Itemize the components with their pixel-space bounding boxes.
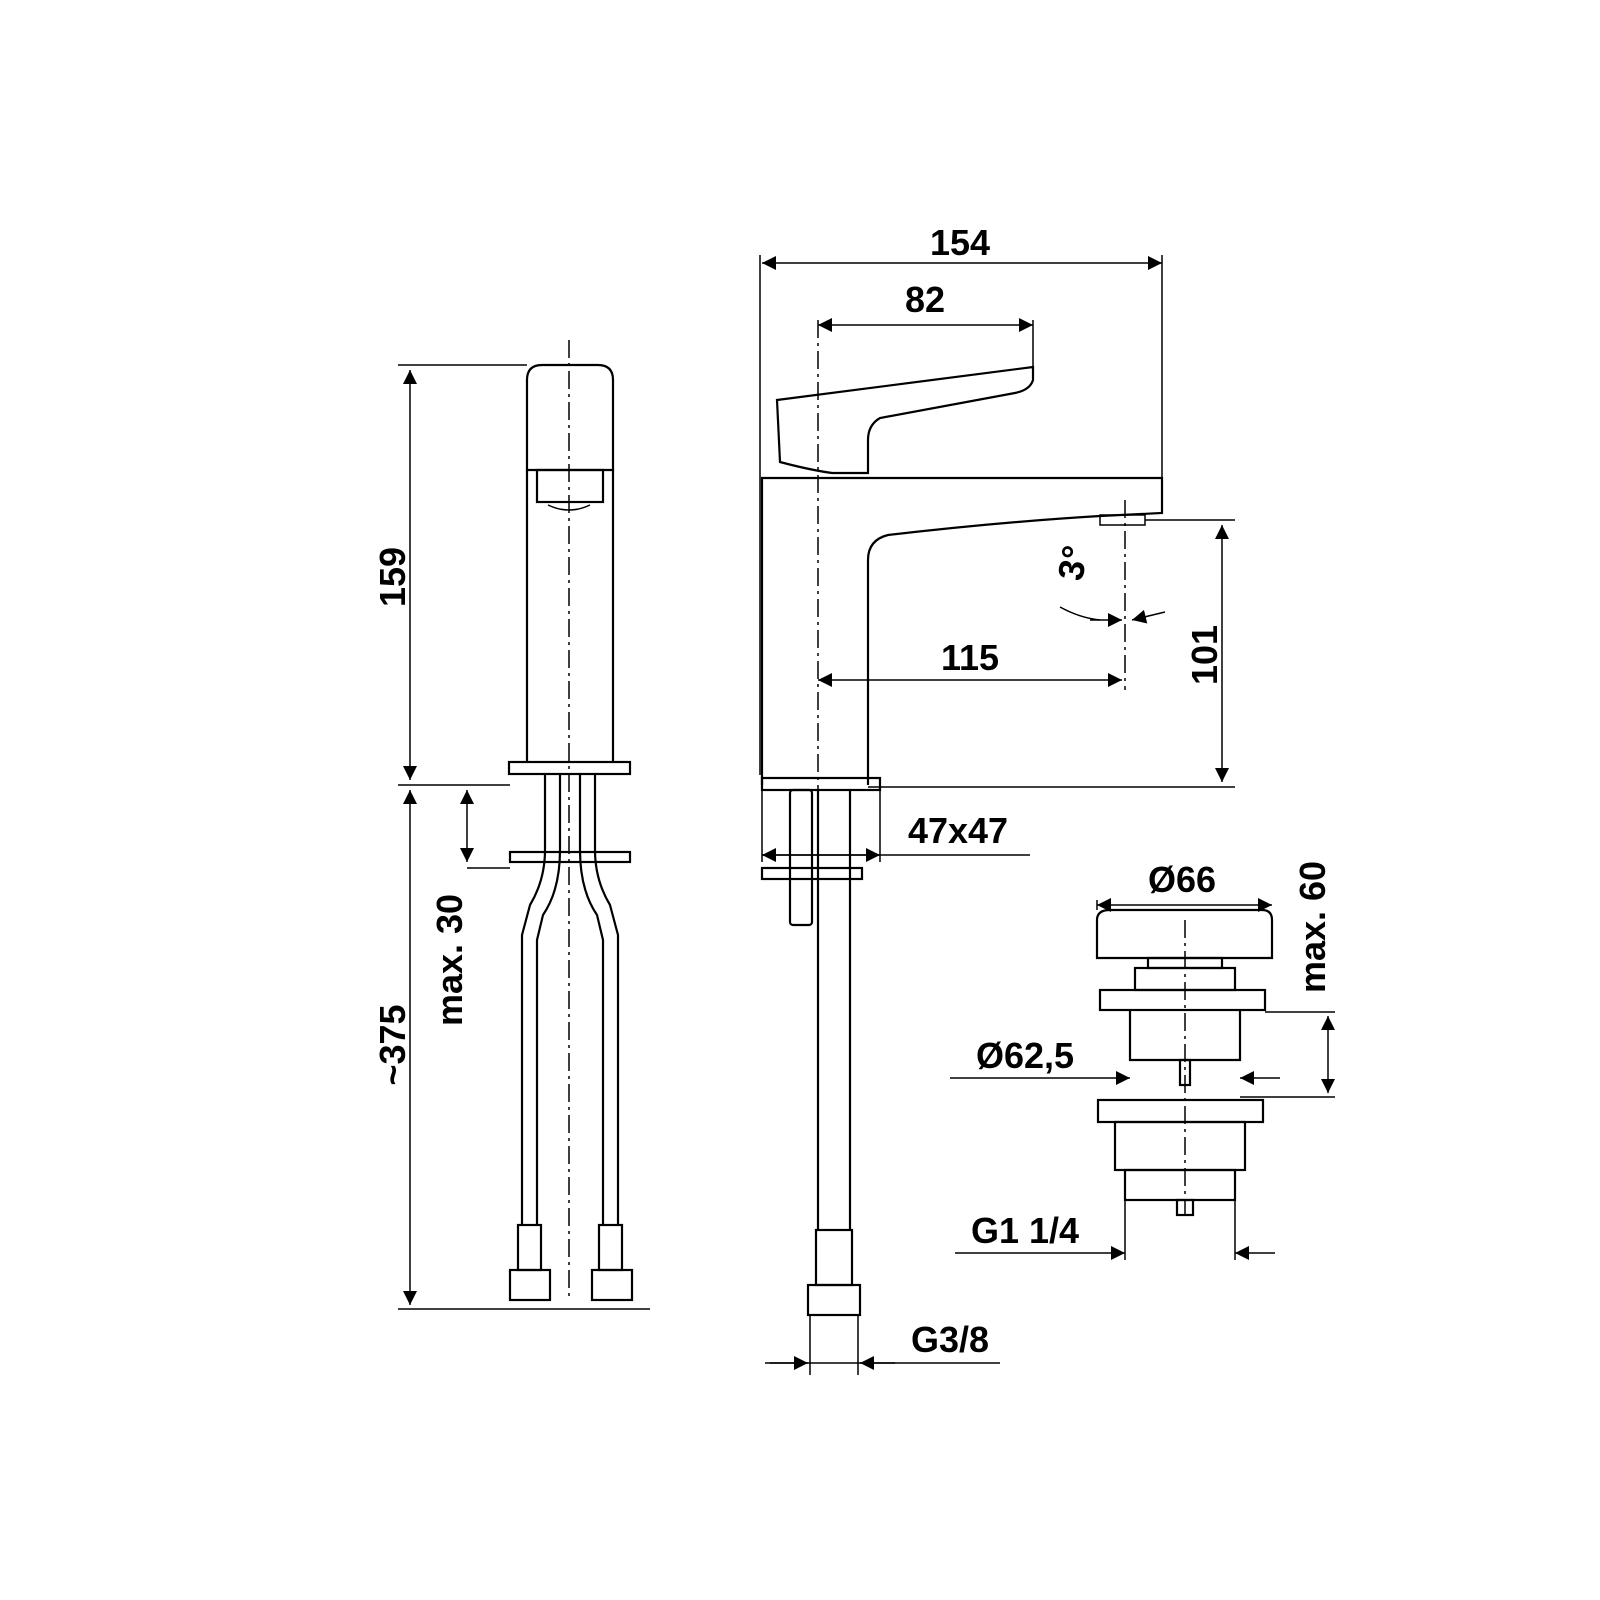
label-overall-length: 154 bbox=[930, 222, 990, 263]
label-base-size: 47x47 bbox=[908, 810, 1008, 851]
base-plate bbox=[760, 776, 882, 792]
label-spout-reach: 115 bbox=[941, 637, 999, 678]
nut-right bbox=[590, 1268, 634, 1302]
flange bbox=[1098, 988, 1267, 1012]
front-view: 159 ~375 max. 30 bbox=[372, 340, 650, 1310]
spout-body bbox=[760, 476, 1164, 785]
nut-left bbox=[508, 1268, 552, 1302]
handle-cap bbox=[525, 363, 615, 472]
lever-handle bbox=[775, 365, 1035, 475]
aerator bbox=[547, 504, 591, 511]
label-flange-diameter: Ø62,5 bbox=[976, 1035, 1074, 1076]
label-cap-diameter: Ø66 bbox=[1148, 859, 1216, 900]
base-plate bbox=[507, 760, 632, 776]
label-handle-length: 82 bbox=[905, 279, 945, 320]
label-connection: G3/8 bbox=[911, 1319, 989, 1360]
label-max-thickness: max. 30 bbox=[429, 894, 470, 1026]
side-view: 154 82 115 101 3° 47x47 G3/8 bbox=[759, 222, 1235, 1375]
label-height: 159 bbox=[372, 547, 413, 607]
nut bbox=[806, 1283, 862, 1317]
hose-right bbox=[578, 774, 620, 1225]
label-max-height: max. 60 bbox=[1292, 861, 1333, 993]
label-angle: 3° bbox=[1050, 542, 1096, 583]
mounting-plate bbox=[508, 850, 632, 864]
threaded-rod bbox=[788, 788, 814, 927]
label-thread: G1 1/4 bbox=[971, 1210, 1079, 1251]
thread bbox=[1123, 1168, 1237, 1202]
label-spout-height: 101 bbox=[1184, 625, 1225, 685]
handle-base bbox=[535, 468, 605, 504]
waste-valve-view: Ø66 max. 60 Ø62,5 G1 1/4 bbox=[950, 859, 1335, 1260]
hose-left bbox=[520, 774, 562, 1225]
hose bbox=[816, 790, 852, 1230]
label-hose-length: ~375 bbox=[372, 1004, 413, 1085]
